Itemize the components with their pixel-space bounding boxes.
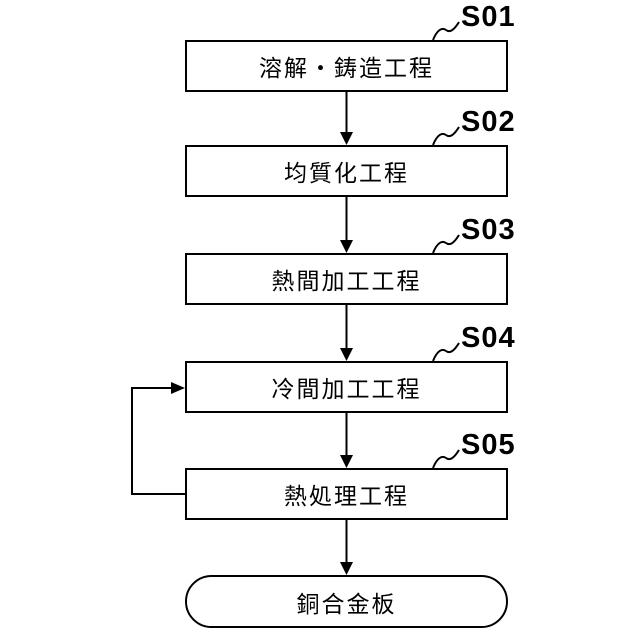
arrow-s01-s02 — [340, 91, 353, 145]
arrow-s05-result — [340, 519, 353, 575]
step-id-s01: S01 — [461, 1, 516, 33]
flow-node-result: 銅合金板 — [185, 575, 508, 628]
leader-line-s01 — [432, 21, 460, 41]
arrow-s04-s05 — [340, 412, 353, 468]
arrow-s03-s04 — [340, 304, 353, 361]
leader-line-s03 — [432, 234, 460, 254]
step-id-s03: S03 — [461, 214, 516, 246]
feedback-loop-s05-s04 — [131, 382, 185, 495]
flow-node-s03: 熱間加工工程 — [185, 253, 508, 305]
step-id-s04: S04 — [461, 322, 516, 354]
leader-line-s05 — [432, 449, 460, 469]
flow-node-s01: 溶解・鋳造工程 — [185, 40, 508, 92]
flow-node-s02-label: 均質化工程 — [284, 160, 409, 186]
leader-line-s04 — [432, 342, 460, 362]
leader-line-s02 — [432, 126, 460, 146]
flow-node-s02: 均質化工程 — [185, 145, 508, 197]
flow-node-s04-label: 冷間加工工程 — [271, 376, 422, 402]
flow-node-s05: 熱処理工程 — [185, 468, 508, 520]
step-id-s05: S05 — [461, 429, 516, 461]
flow-node-s05-label: 熱処理工程 — [284, 483, 409, 509]
flow-node-result-label: 銅合金板 — [296, 590, 397, 617]
flow-node-s04: 冷間加工工程 — [185, 361, 508, 413]
flow-node-s01-label: 溶解・鋳造工程 — [259, 55, 434, 81]
arrow-s02-s03 — [340, 196, 353, 253]
flow-node-s03-label: 熱間加工工程 — [271, 268, 422, 294]
step-id-s02: S02 — [461, 106, 516, 138]
